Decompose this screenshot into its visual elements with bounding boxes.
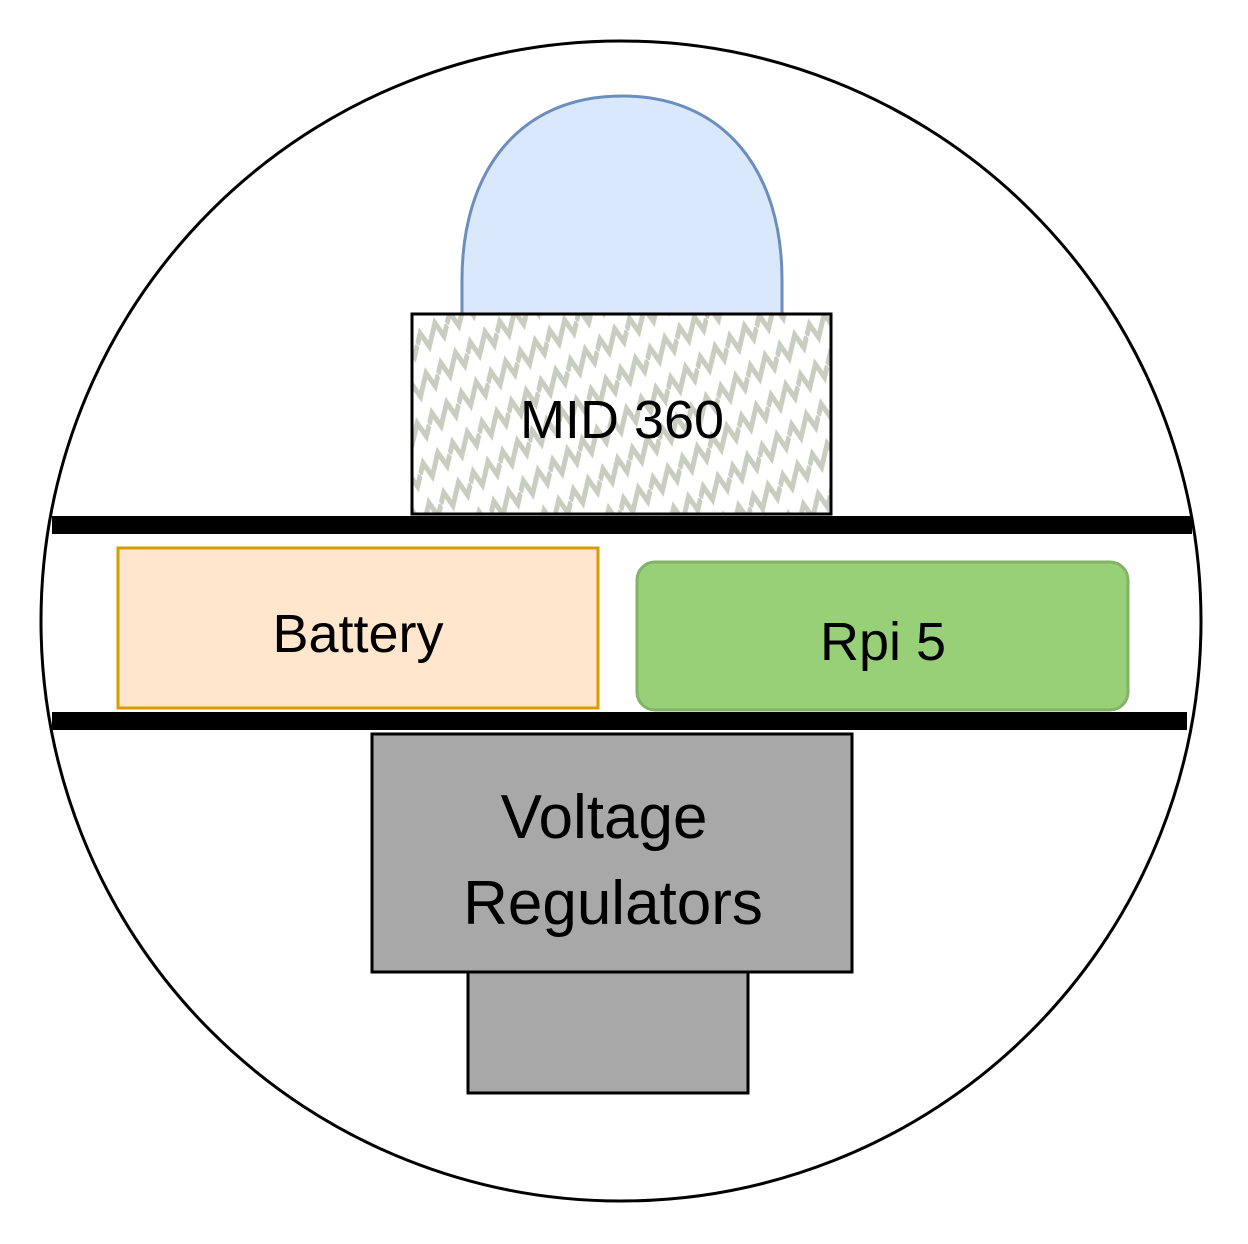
enclosure-circle [39,39,1203,1203]
battery-label: Battery [272,604,443,664]
regulator-lower-block [466,970,750,1095]
regulator-label-line1: Voltage [501,783,708,852]
lidar-unit: MID 360 [410,312,833,516]
computer-label: Rpi 5 [820,612,946,672]
upper-plate [52,516,1192,534]
regulator-unit: Voltage Regulators [370,732,854,1095]
lidar-label: MID 360 [520,390,724,450]
lidar-dome [460,94,784,316]
regulator-box [370,732,854,974]
lower-plate [52,712,1187,730]
lidar-body [410,312,833,516]
computer-box [635,560,1130,712]
computer-unit: Rpi 5 [635,560,1130,712]
regulator-label-line2: Regulators [463,869,763,938]
battery-box [116,546,600,710]
battery-unit: Battery [116,546,600,710]
